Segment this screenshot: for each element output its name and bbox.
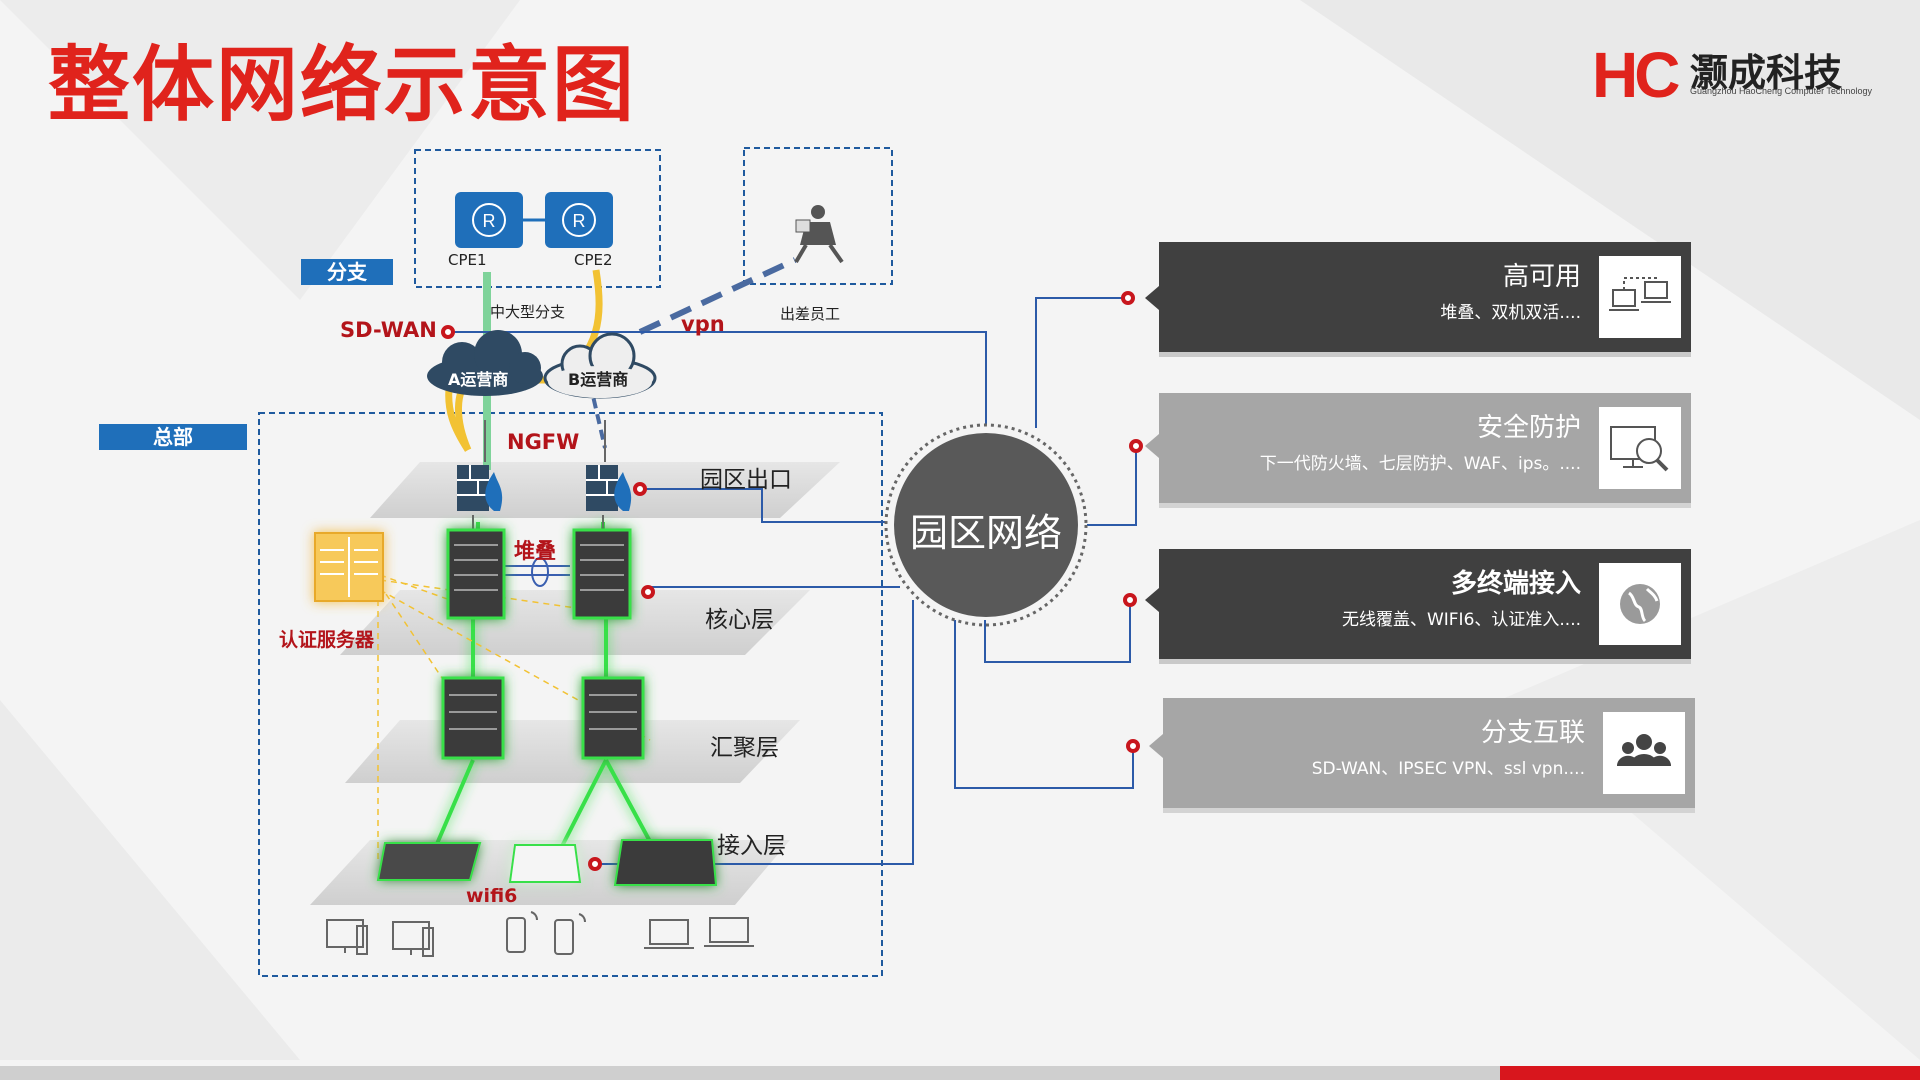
cloud-isp-a: [427, 330, 543, 396]
wifi-label: wifi6: [466, 885, 518, 907]
remote-caption: 出差员工: [780, 305, 841, 323]
svg-text:R: R: [483, 211, 496, 231]
auth-server-label: 认证服务器: [279, 629, 375, 651]
card-title: 分支互联: [1480, 718, 1585, 748]
card-branch-interconnect: 分支互联 SD-WAN、IPSEC VPN、ssl vpn....: [1163, 698, 1695, 808]
vpn-label: vpn: [681, 312, 725, 336]
cpe1-label: CPE1: [448, 251, 487, 269]
card-subtitle: 无线覆盖、WIFI6、认证准入....: [1341, 610, 1581, 630]
ngfw-label: NGFW: [507, 430, 580, 454]
isp-a-label: A运营商: [448, 370, 509, 389]
phone-2-icon: [554, 913, 586, 955]
hub-ring: [884, 423, 1088, 627]
branch-box: [414, 149, 661, 288]
sdwan-label: SD-WAN: [340, 318, 437, 342]
laptop-2-icon: [704, 917, 754, 947]
users-group-icon: [1603, 712, 1685, 794]
cloud-isp-b: [543, 332, 657, 399]
router-cpe2-icon: R: [545, 192, 613, 248]
remote-box: [743, 147, 893, 285]
layer-access-label: 接入层: [717, 833, 786, 859]
globe-icon: [1599, 563, 1681, 645]
layer-exit-label: 园区出口: [700, 467, 792, 493]
company-name: 灏成科技: [1690, 51, 1843, 95]
agg-switch-2-icon: [581, 676, 645, 760]
firewall-2-icon: [586, 465, 632, 511]
hq-box: [258, 412, 883, 977]
layer-aggregation-label: 汇聚层: [710, 735, 779, 761]
card-title: 高可用: [1502, 262, 1581, 292]
firewall-1-icon: [457, 465, 503, 511]
stack-label: 堆叠: [514, 539, 556, 563]
remote-worker-icon: [794, 205, 844, 264]
company-name-en: Guangzhou HaoCheng Computer Technology: [1690, 86, 1872, 96]
desktop-2-icon: [392, 921, 434, 957]
security-monitor-icon: [1599, 407, 1681, 489]
company-logo-mark: HC: [1592, 39, 1680, 111]
branch-tag: 分支: [301, 259, 393, 285]
card-title: 多终端接入: [1450, 569, 1581, 599]
desktop-1-icon: [326, 919, 368, 955]
agg-switch-1-icon: [441, 676, 505, 760]
layer-core-label: 核心层: [705, 607, 774, 633]
card-security: 安全防护 下一代防火墙、七层防护、WAF、ips。....: [1159, 393, 1691, 503]
hub-label: 园区网络: [909, 511, 1062, 555]
laptop-1-icon: [644, 919, 694, 949]
branch-caption: 中大型分支: [490, 303, 566, 321]
card-subtitle: 堆叠、双机双活....: [1440, 303, 1581, 323]
hq-tag: 总部: [99, 424, 247, 450]
auth-server-icon: [314, 532, 384, 602]
isp-b-label: B运营商: [568, 370, 629, 389]
card-subtitle: 下一代防火墙、七层防护、WAF、ips。....: [1259, 454, 1581, 474]
page-title: 整体网络示意图: [48, 38, 637, 133]
card-title: 安全防护: [1476, 413, 1581, 443]
card-multi-terminal: 多终端接入 无线覆盖、WIFI6、认证准入....: [1159, 549, 1691, 659]
wifi-ap-icon: [508, 844, 582, 883]
access-switch-2-icon: [613, 839, 718, 886]
access-switch-1-icon: [376, 842, 482, 881]
cpe2-label: CPE2: [574, 251, 613, 269]
router-cpe1-icon: R: [455, 192, 523, 248]
card-high-availability: 高可用 堆叠、双机双活....: [1159, 242, 1691, 352]
phone-1-icon: [506, 911, 538, 953]
network-laptops-icon: [1599, 256, 1681, 338]
card-subtitle: SD-WAN、IPSEC VPN、ssl vpn....: [1311, 759, 1585, 779]
hub-circle: [894, 433, 1078, 617]
svg-text:R: R: [573, 211, 586, 231]
